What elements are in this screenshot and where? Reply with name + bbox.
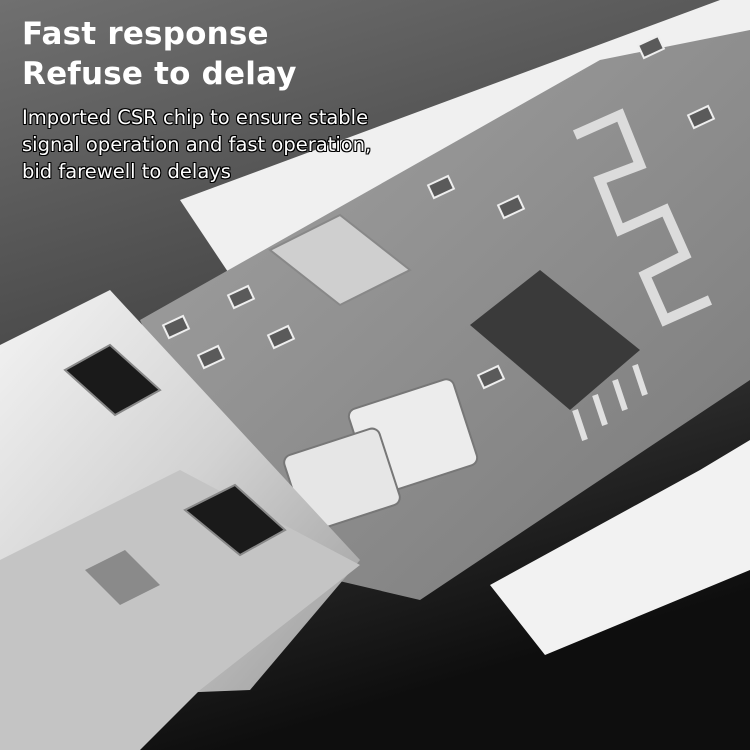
- connector-hole-2: [183, 483, 287, 557]
- description-line-1: Imported CSR chip to ensure stable: [22, 106, 369, 129]
- connector-hole-1: [63, 343, 162, 417]
- connector-dent: [85, 550, 160, 605]
- description-line-3: bid farewell to delays: [22, 160, 231, 183]
- description-line-2: signal operation and fast operation,: [22, 133, 372, 156]
- antenna-trace: [572, 108, 713, 327]
- casing-bottom: [490, 440, 750, 655]
- headline-line-1: Fast response: [22, 16, 269, 52]
- text-overlay: Fast response Refuse to delay Imported C…: [22, 14, 371, 185]
- headline-line-2: Refuse to delay: [22, 56, 297, 92]
- main-chip: [470, 270, 640, 410]
